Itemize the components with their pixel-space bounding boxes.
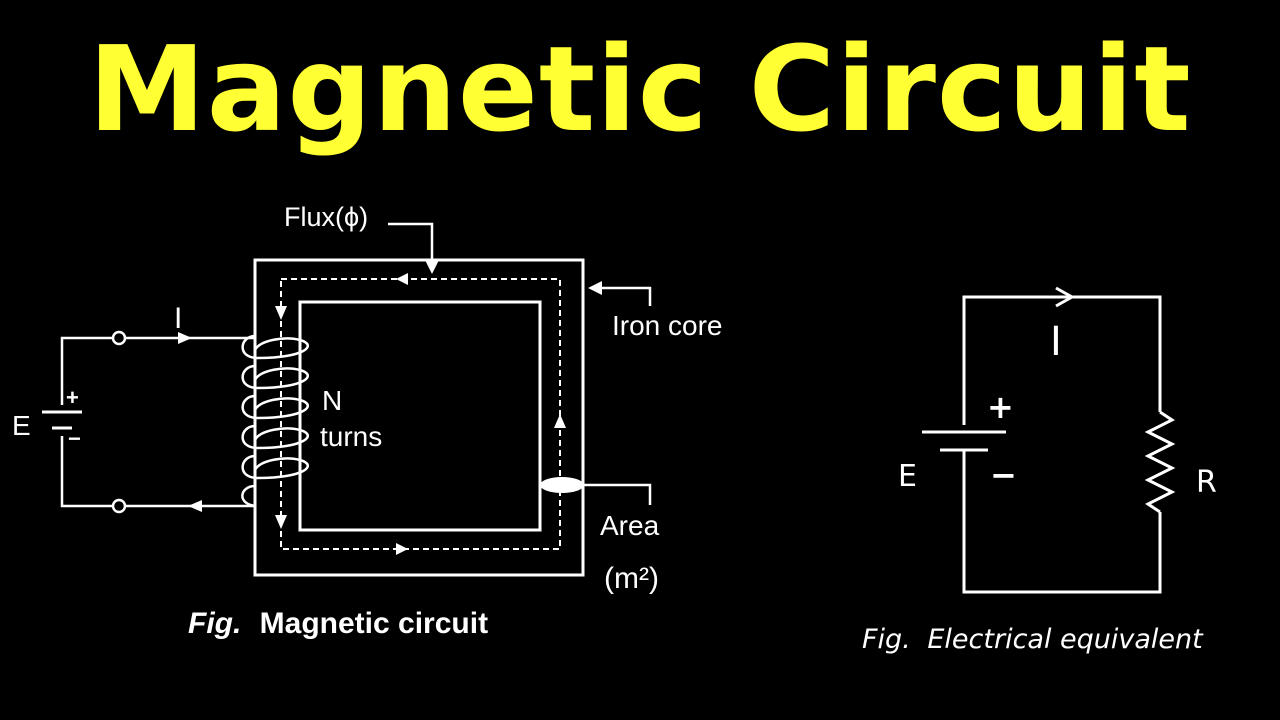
flux-leader-line xyxy=(388,222,434,262)
equivalent-caption-fig: Fig. xyxy=(862,624,911,655)
battery-wire xyxy=(60,336,113,508)
resistor-zigzag xyxy=(1144,410,1176,514)
magnetic-circuit-caption: Fig. Magnetic circuit xyxy=(188,607,488,640)
caption-fig: Fig. xyxy=(188,607,241,640)
electrical-equivalent-caption: Fig. Electrical equivalent xyxy=(862,624,1204,655)
magnetic-circuit-figure: Flux(ϕ) Iron core Area (m²) N turns xyxy=(12,202,723,640)
equivalent-current-label: I xyxy=(1050,319,1062,365)
current-arrow-top xyxy=(178,332,192,344)
area-cross-section xyxy=(540,477,584,493)
flux-leader-arrow xyxy=(425,260,439,274)
electrical-equivalent-figure: I + − E R Fig. Electrical equivalent xyxy=(862,286,1217,655)
area-unit: (m²) xyxy=(604,562,659,595)
flux-arrow-bottom xyxy=(396,543,408,555)
equivalent-emf-label: E xyxy=(898,459,917,494)
flux-arrow-left-bottom xyxy=(275,515,287,529)
flux-arrow-top xyxy=(396,273,408,285)
terminal-bottom xyxy=(111,498,127,514)
area-leader-line xyxy=(584,483,652,505)
emf-label: E xyxy=(12,410,31,441)
flux-arrow-left-top xyxy=(275,306,287,320)
equivalent-circuit-loop xyxy=(962,295,1162,594)
flux-label: Flux(ϕ) xyxy=(284,202,368,232)
coil-winding xyxy=(241,334,309,508)
battery-plus-sign: + xyxy=(66,385,79,410)
page-title: Magnetic Circuit xyxy=(0,14,1280,164)
title-word-magnetic: Magnetic xyxy=(88,20,709,158)
flux-arrow-right xyxy=(554,414,566,428)
equivalent-caption-text: Electrical equivalent xyxy=(927,624,1204,655)
turns-label-n: N xyxy=(322,385,342,416)
resistor-label: R xyxy=(1196,465,1217,500)
iron-core-outer xyxy=(253,258,585,577)
terminal-top xyxy=(111,330,127,346)
equivalent-minus-sign: − xyxy=(990,456,1017,494)
current-label: I xyxy=(174,302,182,335)
current-arrow-bottom xyxy=(188,500,202,512)
equivalent-plus-sign: + xyxy=(987,388,1014,426)
iron-core-window xyxy=(298,300,542,532)
turns-label-turns: turns xyxy=(320,421,382,452)
title-word-circuit: Circuit xyxy=(748,20,1192,158)
caption-text: Magnetic circuit xyxy=(260,607,488,640)
battery-minus-sign: − xyxy=(68,426,81,451)
iron-core-leader-line xyxy=(600,286,652,306)
equivalent-current-arrow xyxy=(1055,286,1076,308)
iron-core-label: Iron core xyxy=(612,310,723,341)
area-label: Area xyxy=(600,510,660,541)
iron-core-leader-arrow xyxy=(588,281,602,295)
